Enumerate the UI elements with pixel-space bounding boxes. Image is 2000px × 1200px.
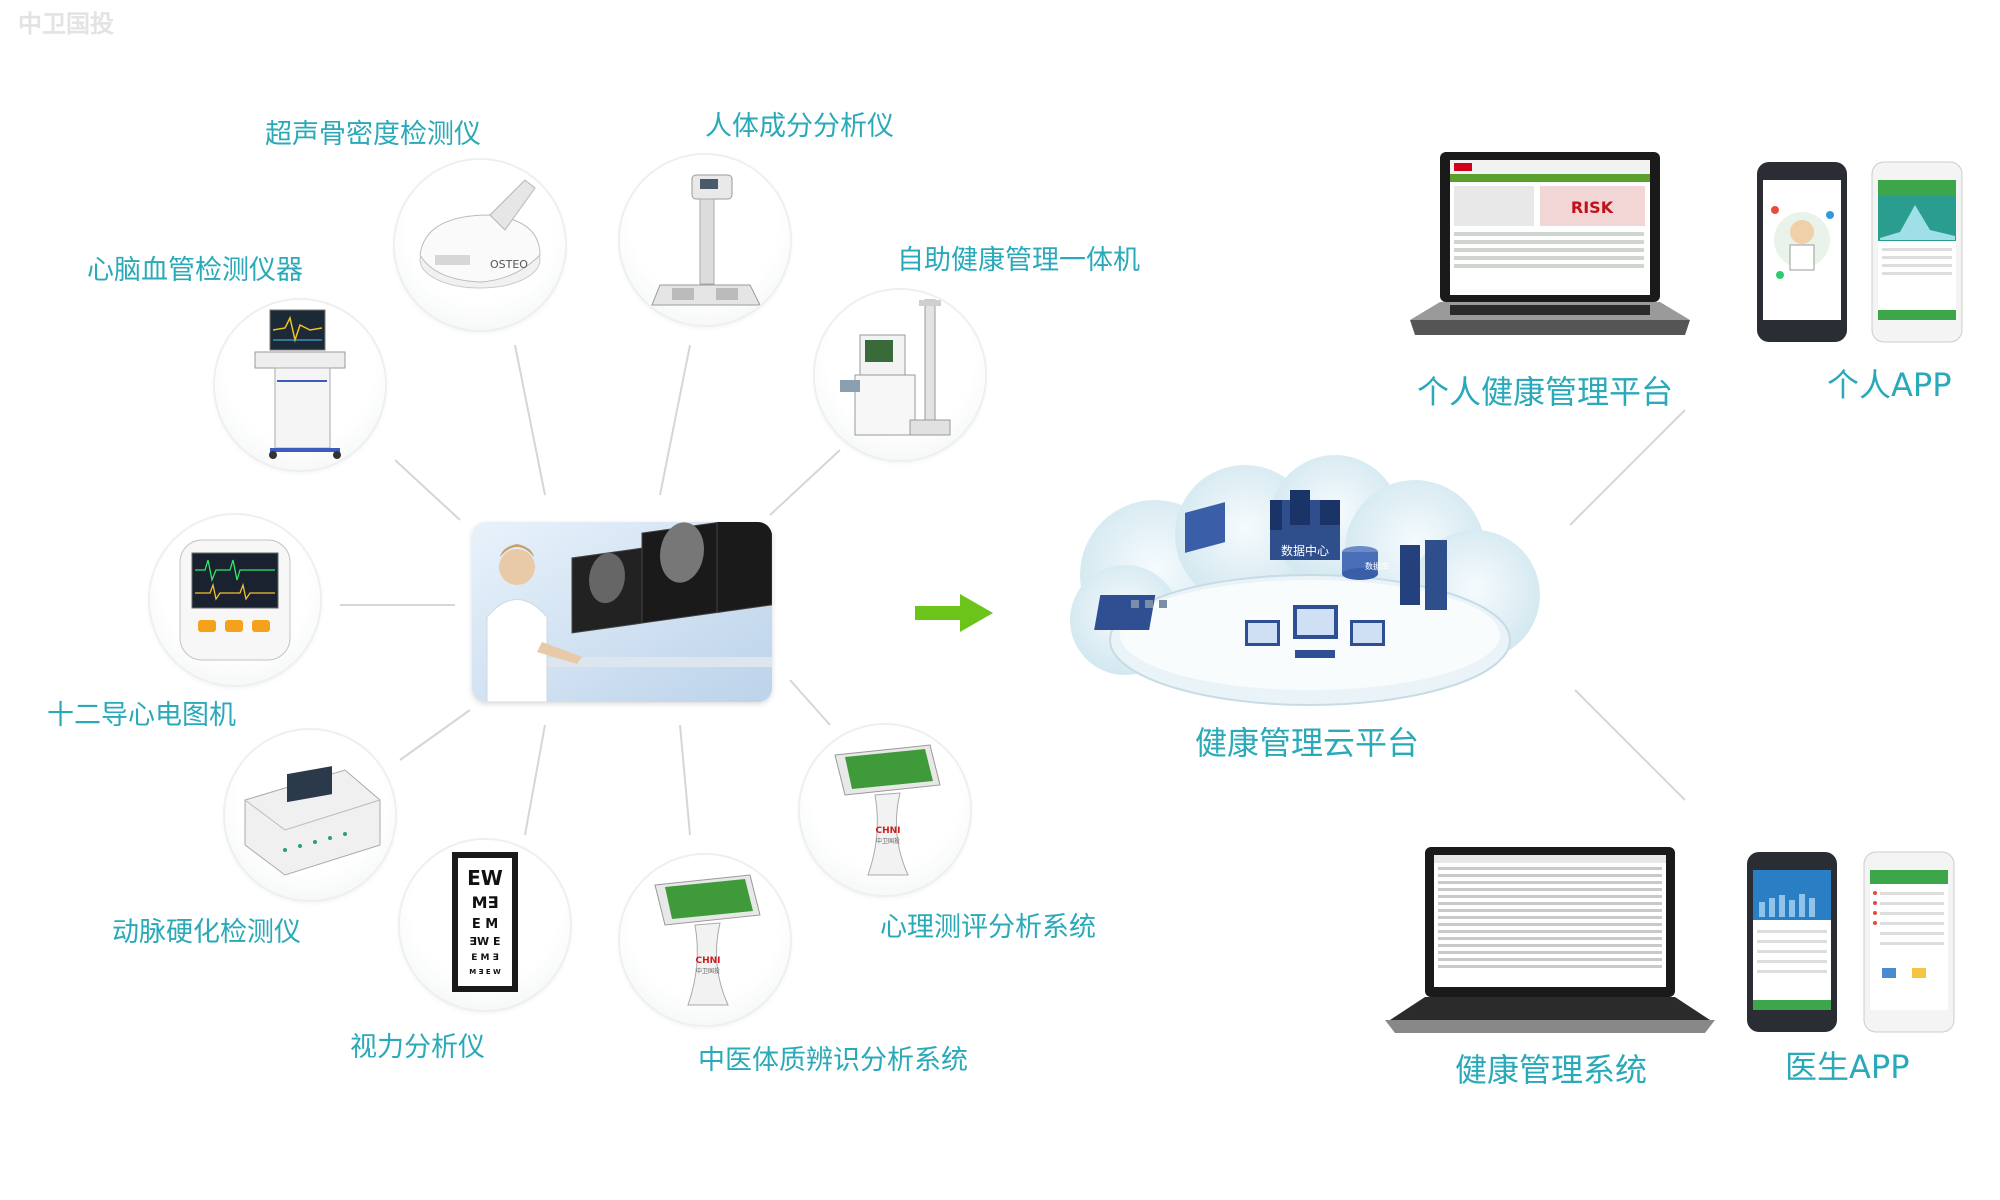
management-system-laptop [1380, 845, 1720, 1045]
line-artery [400, 710, 470, 760]
label-body-composition: 人体成分分析仪 [705, 104, 894, 143]
eye-row-6: M ∃ E W [469, 968, 501, 976]
body-composition-device [620, 155, 790, 325]
personal-app-phone-2 [1870, 160, 1965, 345]
eye-row-1: EW [467, 866, 503, 890]
label-personal-app: 个人APP [1827, 360, 1952, 406]
self-service-kiosk-device [815, 290, 985, 460]
data-center-label: 数据中心 [1281, 543, 1329, 558]
tcm-kiosk-brand: CHNI [695, 956, 720, 966]
cardio-cerebro-device [215, 300, 385, 470]
line-cloud-top [1570, 410, 1685, 525]
eye-row-5: E M ∃ [471, 953, 499, 963]
doctor-app-phone-2 [1862, 850, 1957, 1035]
line-cloud-bottom [1575, 690, 1685, 800]
line-cardio [395, 460, 460, 520]
line-psych [790, 680, 830, 725]
ecg-device [150, 515, 320, 685]
psych-kiosk-brand-sub: 中卫国投 [876, 837, 900, 845]
line-tcm [680, 725, 690, 835]
label-psychology: 心理测评分析系统 [880, 905, 1096, 944]
bone-density-device: OSTEO [395, 160, 565, 330]
personal-app-phone-1 [1755, 160, 1850, 345]
psych-kiosk-brand: CHNI [875, 826, 900, 836]
label-personal-platform: 个人健康管理平台 [1417, 367, 1673, 413]
center-doctor-photo [472, 522, 772, 702]
psychology-device: CHNI 中卫国投 [800, 725, 970, 895]
label-cloud-platform: 健康管理云平台 [1195, 718, 1419, 764]
line-bone [515, 345, 545, 495]
line-vision [525, 725, 545, 835]
arteriosclerosis-device [225, 730, 395, 900]
cloud-platform: 数据中心 数据库 [1065, 455, 1555, 715]
vision-device: EW M∃ E M ∃W E E M ∃ M ∃ E W [400, 840, 570, 1010]
tcm-constitution-device: CHNI 中卫国投 [620, 855, 790, 1025]
label-bone-density: 超声骨密度检测仪 [265, 112, 481, 151]
line-body [660, 345, 690, 495]
watermark: 中卫国投 [18, 4, 114, 39]
tcm-kiosk-brand-sub: 中卫国投 [696, 967, 720, 975]
database-label: 数据库 [1365, 561, 1389, 571]
eye-row-4: ∃W E [470, 935, 501, 948]
label-ecg: 十二导心电图机 [47, 693, 236, 732]
line-selfservice [770, 450, 840, 515]
label-doctor-app: 医生APP [1785, 1042, 1910, 1088]
personal-platform-laptop: RISK [1410, 150, 1690, 350]
label-tcm-constitution: 中医体质辨识分析系统 [698, 1038, 968, 1077]
eye-row-2: M∃ [472, 893, 499, 912]
label-arteriosclerosis: 动脉硬化检测仪 [112, 910, 301, 949]
label-self-service: 自助健康管理一体机 [897, 238, 1140, 277]
doctor-app-phone-1 [1745, 850, 1840, 1035]
flow-arrow-icon [915, 592, 995, 634]
label-vision: 视力分析仪 [350, 1025, 485, 1064]
label-cardio-cerebro: 心脑血管检测仪器 [87, 248, 303, 287]
eye-row-3: E M [472, 917, 498, 932]
bone-brand-text: OSTEO [490, 258, 528, 271]
risk-text: RISK [1571, 198, 1614, 217]
label-management-system: 健康管理系统 [1455, 1045, 1647, 1091]
